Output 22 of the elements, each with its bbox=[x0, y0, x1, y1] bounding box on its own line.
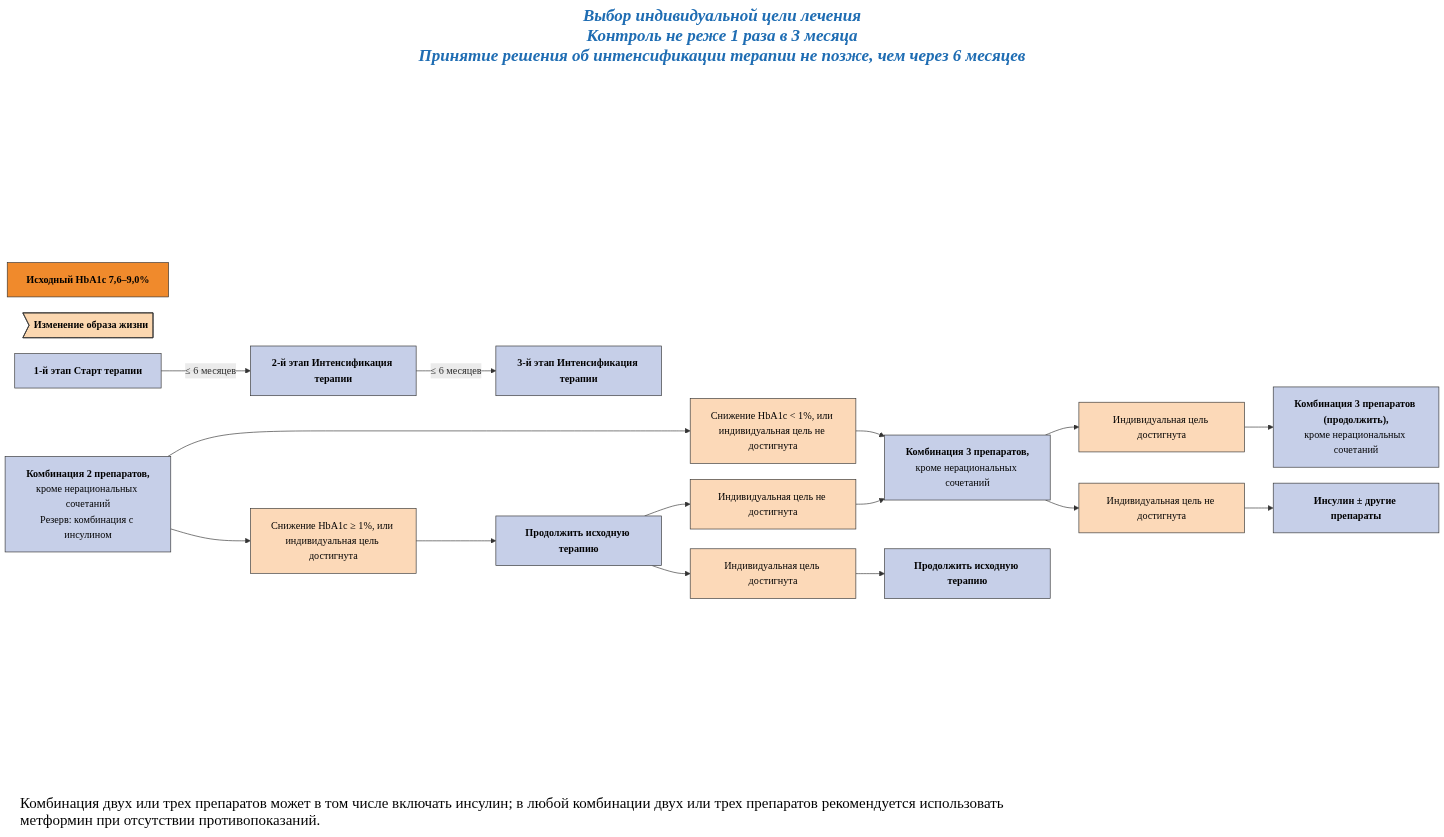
node-box: Индивидуальная цель не достигнута bbox=[1078, 482, 1245, 534]
goal-note: Принятие решения об интенсификации терапии не позже, чем через 6 месяцев bbox=[418, 46, 1026, 66]
node-box: Комбинация 3 препаратов (продолжить), кроме нерациональных сочетаний bbox=[1272, 386, 1440, 468]
node-box: Индивидуальная цель не достигнута bbox=[689, 479, 857, 530]
goal-note: Выбор индивидуальной цели лечения bbox=[582, 6, 861, 26]
node-box: Комбинация 3 препаратов, кроме нерациональных сочетаний bbox=[884, 434, 1051, 501]
footnote: Комбинация двух или трех препаратов может в том числе включать инсулин; в любой комбинации двух или трех препаратов рекомендуется использовать метформин при отсутствии противопоказаний. bbox=[19, 794, 1005, 830]
node-box: Индивидуальная цель достигнута bbox=[689, 548, 857, 599]
node-box: Индивидуальная цель достигнута bbox=[1078, 401, 1245, 453]
node-box: Комбинация 2 препаратов, кроме нерациональных сочетаний Резерв: комбинация с инсулином bbox=[4, 456, 172, 553]
node-box: Инсулин ± другие препараты bbox=[1272, 482, 1440, 534]
node-box: Продолжить исходную терапию bbox=[495, 515, 662, 566]
edge-label: ≤ 6 месяцев bbox=[430, 365, 482, 376]
node-box: 2-й этап Интенсификация терапии bbox=[250, 345, 417, 396]
node-box: Снижение HbA1c ≥ 1%, или индивидуальная цель достигнута bbox=[250, 508, 417, 574]
node-box: Снижение HbA1c < 1%, или индивидуальная цель не достигнута bbox=[689, 398, 857, 464]
node-box: Исходный HbA1c 7,6–9,0% bbox=[6, 262, 169, 298]
edge-label: ≤ 6 месяцев bbox=[185, 365, 237, 376]
node-box: 1-й этап Старт терапии bbox=[14, 353, 162, 389]
goal-note: Контроль не реже 1 раза в 3 месяца bbox=[586, 26, 858, 46]
node-box: Продолжить исходную терапию bbox=[884, 548, 1051, 599]
node-box: 3-й этап Интенсификация терапии bbox=[495, 345, 662, 396]
